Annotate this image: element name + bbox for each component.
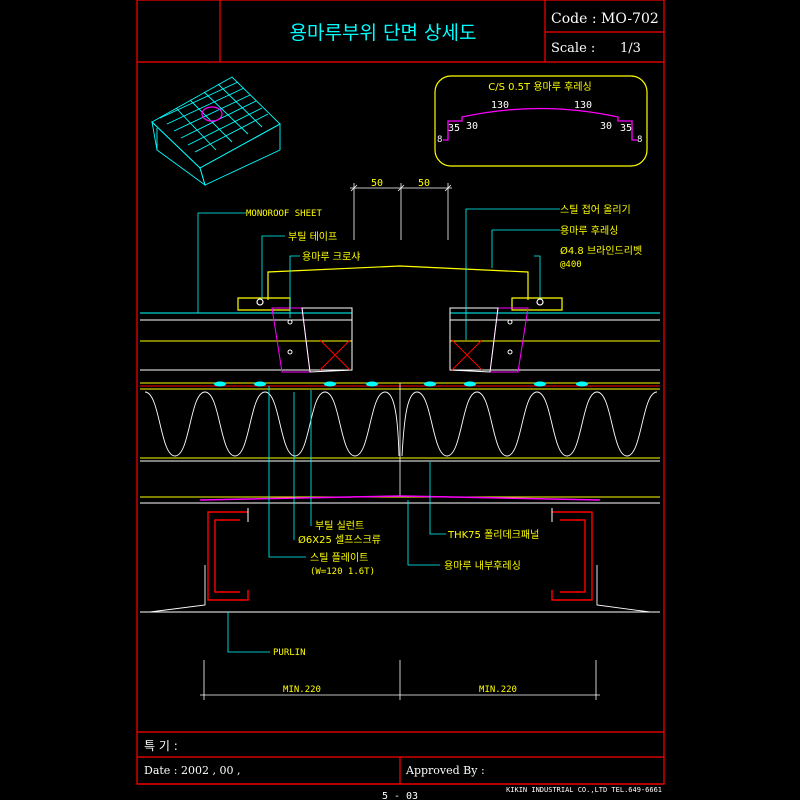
ridge-highlight-circle [201, 106, 223, 122]
code-label: Code : MO-702 [551, 11, 659, 27]
label-deck-panel: THK75 폴리데크패널 [447, 529, 539, 541]
label-self-screw: Ø6X25 셀프스크류 [298, 534, 381, 546]
sealant-marks [214, 381, 588, 387]
callout-labels: MONOROOF SHEET 부틸 테이프 용마루 크로샤 스틸 접어 올리기 … [246, 203, 642, 658]
ridge-flashing [237, 265, 563, 311]
insulation-panel [144, 391, 658, 457]
inner-flashing [199, 495, 601, 501]
profile-title: C/S 0.5T 용마루 후레싱 [488, 81, 591, 93]
dim-30-left: 30 [466, 121, 478, 132]
flashing-profile-detail: C/S 0.5T 용마루 후레싱 130 130 35 30 30 35 8 8 [434, 75, 648, 167]
scale-label: Scale : [551, 41, 595, 56]
drawing-title: 용마루부위 단면 상세도 [290, 22, 477, 44]
label-butyl-tape: 부틸 테이프 [288, 230, 337, 243]
label-butyl-sealant: 부틸 실런트 [315, 519, 364, 532]
label-monoroof-sheet: MONOROOF SHEET [246, 209, 322, 219]
dim-50-right: 50 [418, 178, 430, 189]
purlin-left [207, 508, 249, 601]
dim-50-left: 50 [371, 178, 383, 189]
label-inner-flashing: 용마루 내부후레싱 [444, 560, 521, 572]
approved-label: Approved By : [405, 764, 485, 777]
label-rivet-spacing: @400 [560, 260, 582, 270]
label-ridge-flashing: 용마루 후레싱 [560, 225, 618, 237]
dim-min220-right: MIN.220 [479, 685, 517, 695]
label-blind-rivet: Ø4.8 브라인드리벳 [560, 245, 642, 257]
company-info: KIKIN INDUSTRIAL CO.,LTD TEL.649-6661 [506, 786, 662, 794]
dim-35-left: 35 [448, 123, 460, 134]
roof-isometric-sketch [151, 76, 281, 187]
label-steel-fold: 스틸 접어 올리기 [560, 203, 631, 216]
dim-35-right: 35 [620, 123, 632, 134]
drawing-frame [136, 0, 665, 785]
dim-130-left: 130 [491, 100, 509, 111]
dim-30-right: 30 [600, 121, 612, 132]
dim-8-left: 8 [437, 135, 442, 145]
label-steel-plate-spec: (W=120 1.6T) [310, 567, 375, 577]
dim-min220-left: MIN.220 [283, 685, 321, 695]
leader-lines [197, 208, 560, 653]
top-dimension [350, 183, 452, 240]
scale-value: 1/3 [620, 41, 641, 56]
label-steel-plate: 스틸 플레이트 [310, 551, 368, 564]
page-number: 5 - 03 [382, 791, 418, 800]
purlin-right [551, 508, 593, 601]
date-label: Date : 2002 , 00 , [144, 764, 240, 777]
note-label: 특 기 : [144, 739, 178, 753]
ridge-closure-right [449, 307, 529, 373]
dim-8-right: 8 [637, 135, 642, 145]
label-ridge-closure: 용마루 크로샤 [302, 251, 360, 263]
dim-130-right: 130 [574, 100, 592, 111]
bottom-dimension [200, 660, 600, 700]
ridge-closure-left [271, 307, 353, 373]
purlin-support-lines [140, 565, 660, 613]
label-purlin: PURLIN [273, 648, 306, 658]
